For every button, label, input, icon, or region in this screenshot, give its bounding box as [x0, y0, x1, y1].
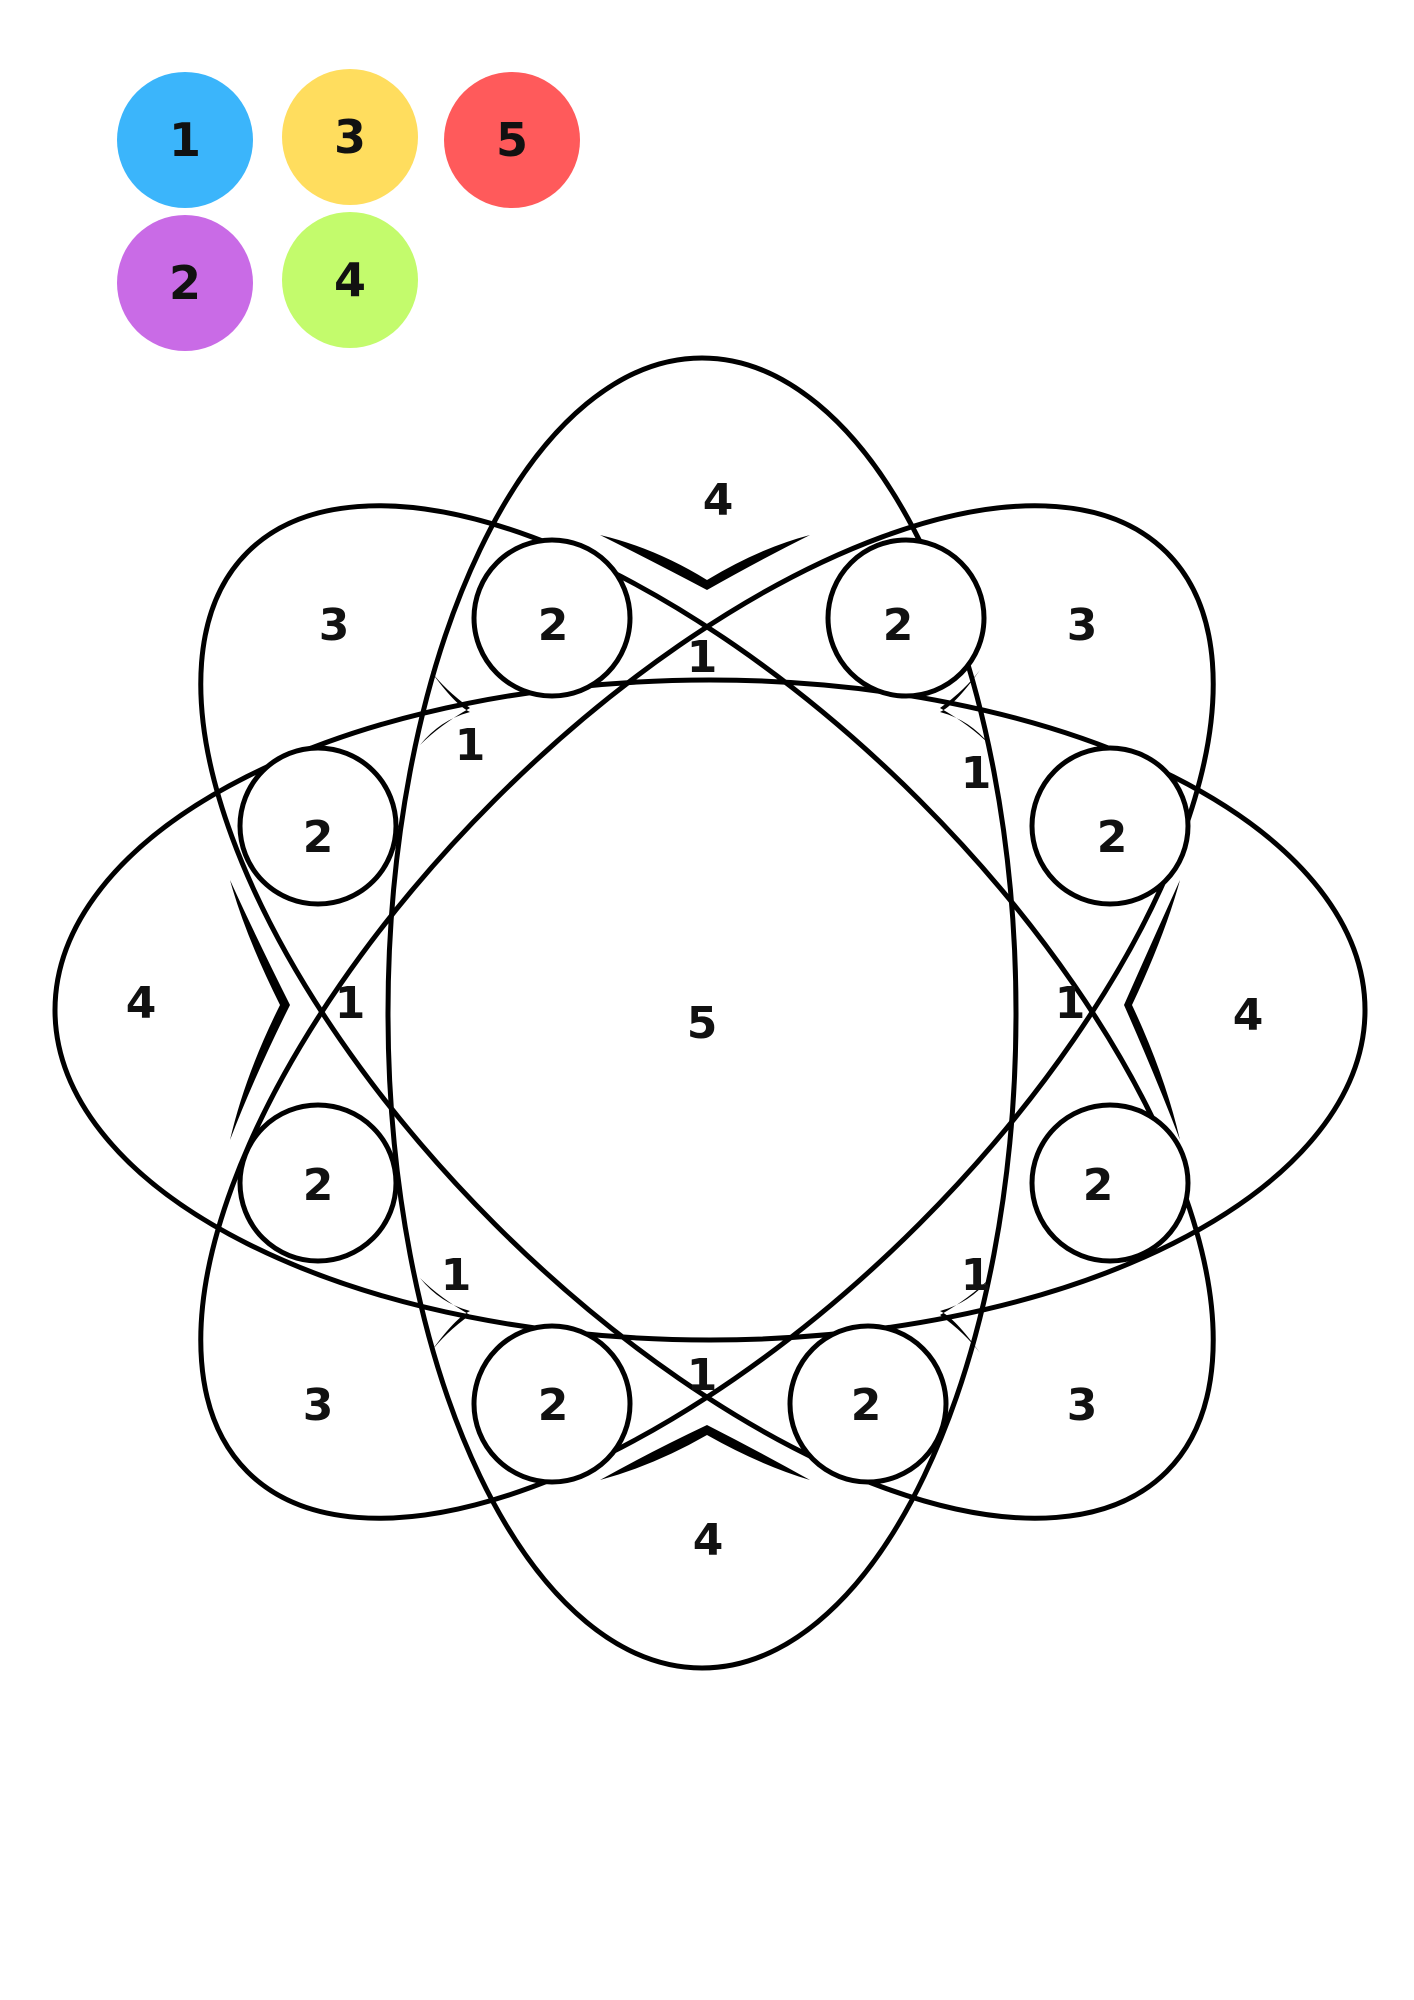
region-label-corner-lower-left: 3 [303, 1380, 334, 1431]
region-label-ring: 1 [961, 748, 992, 799]
region-label-lobe: 2 [303, 812, 334, 863]
region-label-tip-top: 4 [703, 475, 734, 526]
lobe-outline [787, 1323, 949, 1485]
region-label-lobe: 2 [538, 1380, 569, 1431]
legend-swatch-1: 1 [117, 72, 253, 208]
region-label-lobe: 2 [851, 1380, 882, 1431]
diagonal-petal-outline-b [198, 503, 1216, 1521]
legend-swatch-4: 4 [282, 212, 418, 348]
lobe-outline [825, 537, 987, 699]
legend-swatch-5: 5 [444, 72, 580, 208]
region-label-ring: 1 [687, 1350, 718, 1401]
legend-swatch-2: 2 [117, 215, 253, 351]
region-label-lobe: 2 [1097, 812, 1128, 863]
region-label-lobe: 2 [1083, 1160, 1114, 1211]
region-label-ring: 1 [687, 632, 718, 683]
region-label-lobe: 2 [303, 1160, 334, 1211]
diagonal-petal-outline-a [198, 503, 1216, 1521]
region-label-tip-bottom: 4 [693, 1515, 724, 1566]
wedge-left [230, 880, 290, 1140]
legend-swatch-3: 3 [282, 69, 418, 205]
legend-number-4: 4 [333, 253, 366, 307]
region-label-lobe: 2 [883, 600, 914, 651]
wedge-bottom [600, 1425, 810, 1480]
region-label-ring: 1 [441, 1250, 472, 1301]
region-label-corner-upper-left: 3 [319, 600, 350, 651]
region-label-corner-upper-right: 3 [1067, 600, 1098, 651]
region-label-lobe: 2 [538, 600, 569, 651]
region-label-tip-right: 4 [1233, 990, 1264, 1041]
black-wedges [230, 535, 1180, 1480]
legend-number-1: 1 [168, 113, 201, 167]
region-label-ring: 1 [455, 720, 486, 771]
region-label-corner-lower-right: 3 [1067, 1380, 1098, 1431]
horizontal-petal-outline [52, 677, 1368, 1343]
region-label-ring: 1 [1055, 978, 1086, 1029]
region-label-tip-left: 4 [126, 978, 157, 1029]
legend-number-3: 3 [333, 110, 366, 164]
wedge-right [1124, 880, 1180, 1140]
region-label-ring: 1 [961, 1250, 992, 1301]
lobe-outline [471, 537, 633, 699]
legend-number-5: 5 [495, 113, 528, 167]
lobe-outline [471, 1323, 633, 1485]
lobe-outline [237, 1102, 399, 1264]
legend-number-2: 2 [168, 256, 201, 310]
lobe-outline [237, 745, 399, 907]
region-label-center: 5 [687, 998, 718, 1049]
region-label-ring: 1 [335, 978, 366, 1029]
vertical-petal-outline [385, 355, 1019, 1671]
wedge-top [600, 535, 810, 590]
lobe-outline [1029, 745, 1191, 907]
lobe-outline [1029, 1102, 1191, 1264]
